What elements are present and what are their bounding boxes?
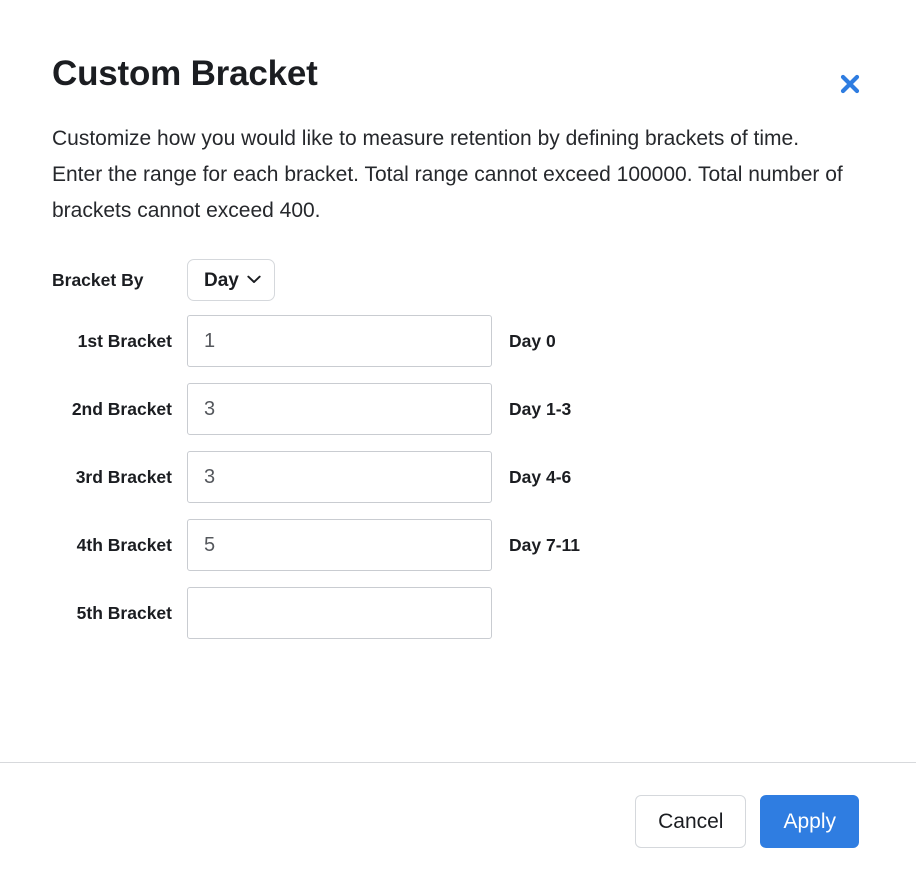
bracket-row-field <box>187 383 492 435</box>
bracket-by-row: Bracket By Day <box>52 253 864 307</box>
bracket-row-suffix: Day 4-6 <box>509 466 572 487</box>
bracket-row-field <box>187 315 492 367</box>
dialog-header: Custom Bracket <box>0 0 916 96</box>
bracket-by-selected-value: Day <box>204 269 239 291</box>
apply-button[interactable]: Apply <box>760 795 859 848</box>
dialog-body: Customize how you would like to measure … <box>0 96 916 762</box>
bracket-by-field: Day <box>187 259 275 301</box>
bracket-row-field <box>187 587 492 639</box>
bracket-row-2: 2nd Bracket Day 1-3 <box>52 375 864 443</box>
bracket-input-3[interactable] <box>187 451 492 503</box>
bracket-row-field <box>187 451 492 503</box>
bracket-by-dropdown[interactable]: Day <box>187 259 275 301</box>
bracket-row-suffix: Day 7-11 <box>509 534 581 555</box>
bracket-input-5[interactable] <box>187 587 492 639</box>
bracket-row-1: 1st Bracket Day 0 <box>52 307 864 375</box>
dialog-description: Customize how you would like to measure … <box>52 127 843 222</box>
bracket-input-4[interactable] <box>187 519 492 571</box>
chevron-down-icon <box>247 271 261 289</box>
bracket-by-label: Bracket By <box>52 269 144 290</box>
bracket-row-label: 2nd Bracket <box>71 398 172 419</box>
bracket-row-suffix: Day 0 <box>509 330 556 351</box>
bracket-row-suffix: Day 1-3 <box>509 398 572 419</box>
page-title: Custom Bracket <box>52 54 318 93</box>
bracket-row-label: 1st Bracket <box>77 330 172 351</box>
bracket-input-1[interactable] <box>187 315 492 367</box>
cancel-button[interactable]: Cancel <box>635 795 747 848</box>
bracket-row-5: 5th Bracket <box>52 579 864 647</box>
bracket-row-label: 4th Bracket <box>76 534 172 555</box>
close-button[interactable] <box>830 64 870 104</box>
bracket-row-label: 3rd Bracket <box>75 466 172 487</box>
bracket-row-label: 5th Bracket <box>76 602 172 623</box>
bracket-row-field <box>187 519 492 571</box>
bracket-row-3: 3rd Bracket Day 4-6 <box>52 443 864 511</box>
bracket-row-4: 4th Bracket Day 7-11 <box>52 511 864 579</box>
bracket-form: Bracket By Day 1st Bracket <box>52 253 864 647</box>
close-icon <box>838 72 862 96</box>
dialog-footer: Cancel Apply <box>0 762 916 880</box>
bracket-input-2[interactable] <box>187 383 492 435</box>
